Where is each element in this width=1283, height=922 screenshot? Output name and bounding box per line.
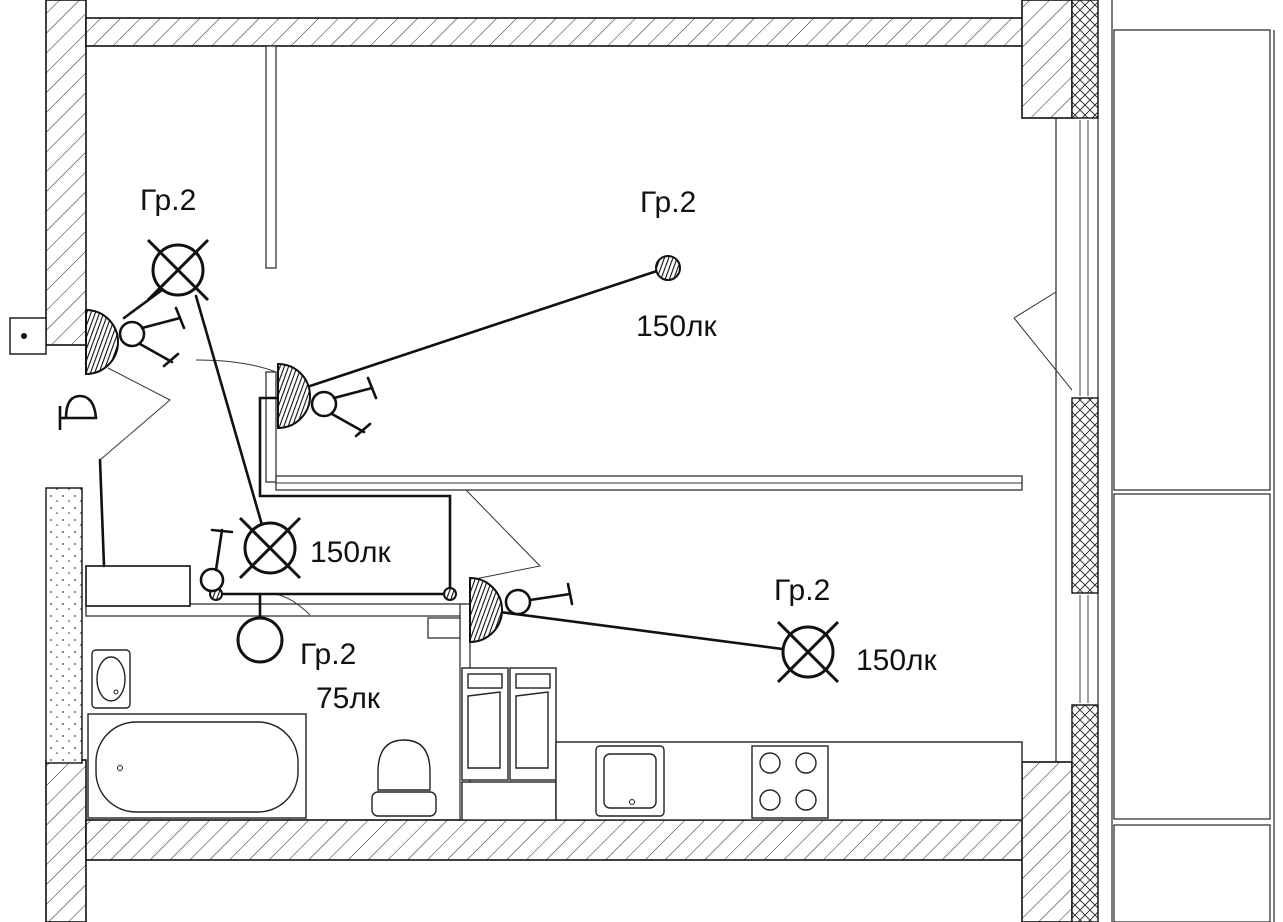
luminaire-room-wall-icon (655, 255, 681, 281)
labels: Гр.2 Гр.2 150лк 150лк Гр.2 150лк Гр.2 75… (140, 184, 938, 715)
socket-kitchen-icon (469, 576, 503, 644)
wall-right-bottom (1021, 761, 1073, 922)
door-swings (99, 291, 1073, 616)
switch-left-icon (118, 306, 186, 368)
wall-right-insulation-bottom (1071, 704, 1099, 922)
switches (118, 306, 574, 616)
socket-corridor-icon (277, 362, 311, 430)
partition-vertical (265, 45, 277, 269)
wall-left-lower (45, 759, 87, 922)
switch-kitchen-icon (504, 582, 574, 616)
luminaire-bathroom-icon (236, 616, 284, 664)
group-label-bathroom: Гр.2 (300, 638, 356, 671)
balcony-bottom (1113, 493, 1271, 820)
fixtures (87, 649, 1023, 821)
wall-bottom (85, 819, 1027, 861)
luminaire-corridor-top-icon (146, 238, 210, 302)
lux-label-corridor: 150лк (310, 536, 392, 569)
luminaire-kitchen-icon (776, 620, 840, 684)
wall-right-insulation-mid (1071, 397, 1099, 594)
luminaires (146, 238, 840, 684)
switch-bathroom-icon (199, 528, 234, 593)
group-label-room: Гр.2 (640, 186, 696, 219)
lux-label-room: 150лк (636, 310, 718, 343)
wall-top (85, 17, 1027, 47)
lux-label-bathroom: 75лк (316, 682, 381, 715)
lux-label-kitchen: 150лк (856, 644, 938, 677)
balcony-top (1113, 29, 1271, 491)
socket-left-icon (85, 308, 119, 376)
group-label-kitchen: Гр.2 (774, 574, 830, 607)
switch-corridor-icon (310, 376, 378, 438)
group-label-corridor: Гр.2 (140, 184, 196, 217)
toilet (377, 739, 431, 791)
partition-vertical-lower (265, 371, 277, 483)
wall-right-insulation-top (1071, 0, 1099, 119)
wall-left-outer (45, 0, 87, 346)
bell-icon (64, 394, 98, 420)
wall-right-top (1021, 0, 1073, 119)
wiring (98, 266, 807, 654)
corridor-box (85, 565, 191, 607)
walls (9, 0, 1275, 922)
luminaire-corridor-center-icon (238, 516, 302, 580)
sockets (58, 308, 503, 644)
wall-left-insulation (45, 487, 83, 764)
